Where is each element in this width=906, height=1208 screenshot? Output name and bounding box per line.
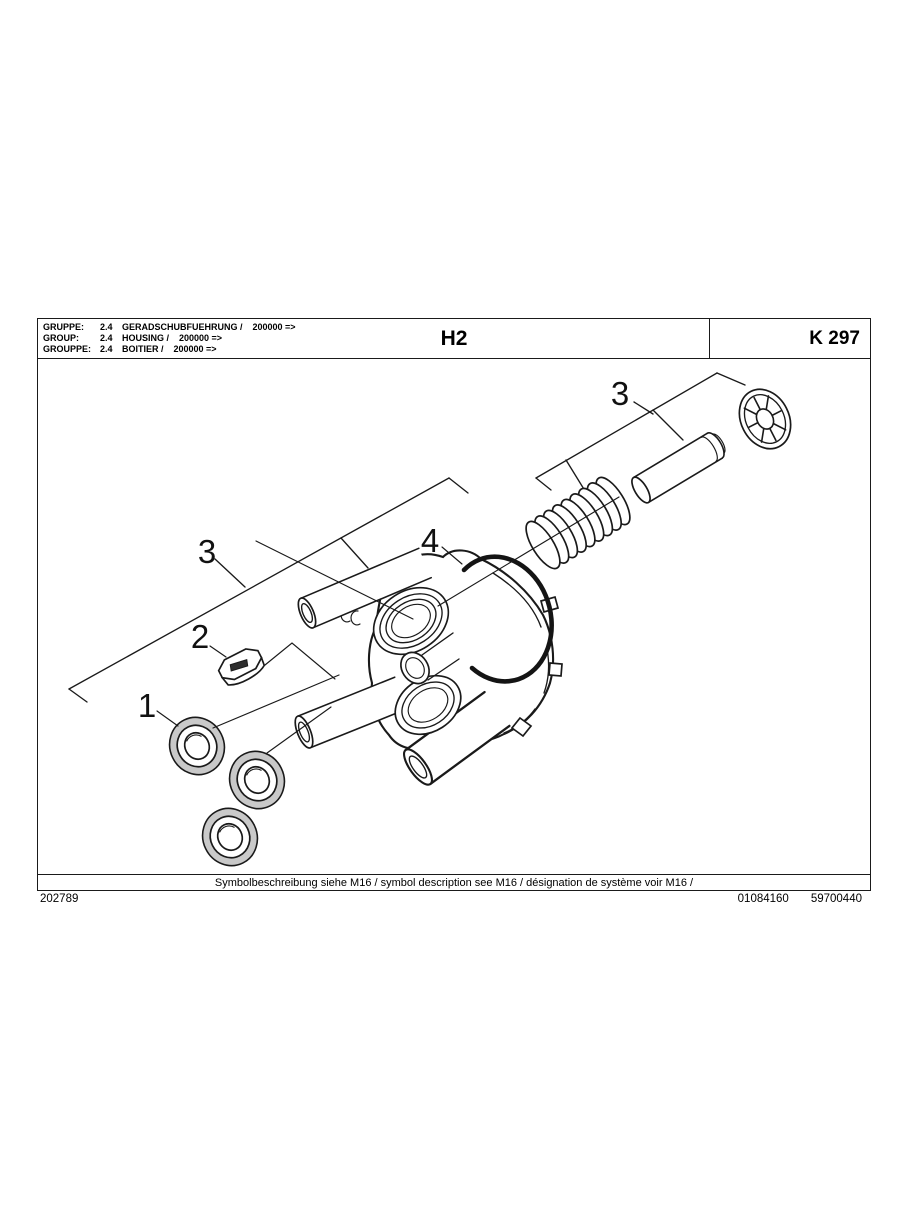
bracket-left	[68, 477, 469, 703]
reference-numbers: 01084160 59700440	[738, 893, 862, 905]
group-label-fr: GROUPPE:	[43, 344, 92, 354]
callout-4: 4	[421, 522, 439, 559]
group-info-row-en: GROUP: 2.4 HOUSING / 200000 =>	[43, 333, 296, 344]
housing-tube-upper-left	[297, 547, 432, 629]
star-teeth	[743, 395, 787, 443]
group-code-fr: 2.4	[100, 344, 113, 354]
group-serial-en: 200000 =>	[179, 333, 223, 343]
starlock-washer	[738, 388, 792, 450]
symbol-note: Symbolbeschreibung siehe M16 / symbol de…	[38, 874, 870, 890]
group-label-en: GROUP:	[43, 333, 79, 343]
document-number: 202789	[40, 893, 79, 905]
housing-boss-hole	[400, 632, 460, 685]
callout-3-top-right: 3	[611, 375, 629, 412]
group-info-row-de: GRUPPE: 2.4 GERADSCHUBFUEHRUNG / 200000 =>	[43, 322, 296, 333]
group-name-en: HOUSING /	[122, 333, 170, 343]
slotted-nut	[217, 648, 266, 686]
plate-code: K 297	[709, 319, 870, 359]
seal-ring-2	[228, 750, 286, 810]
cylinder-pin	[631, 432, 726, 504]
housing-bore-lower	[394, 674, 462, 736]
group-info-row-fr: GROUPPE: 2.4 BOITIER / 200000 =>	[43, 344, 296, 355]
group-serial-de: 200000 =>	[252, 322, 296, 332]
group-name-fr: BOITIER /	[122, 344, 164, 354]
housing-tube-middle-left	[294, 676, 409, 749]
callout-1: 1	[138, 687, 156, 724]
reference-number-1: 01084160	[737, 893, 789, 905]
page-footer: 202789 01084160 59700440	[0, 893, 906, 909]
seal-ring-3	[201, 807, 259, 867]
callout-2: 2	[191, 618, 209, 655]
group-serial-fr: 200000 =>	[173, 344, 217, 354]
group-code-en: 2.4	[100, 333, 113, 343]
exploded-view-drawing: 1 2 3 3 4	[68, 372, 792, 867]
group-label-de: GRUPPE:	[43, 322, 85, 332]
housing-bore-upper	[372, 586, 450, 656]
reference-number-2: 59700440	[810, 893, 862, 905]
o-ring	[461, 554, 554, 684]
seal-ring-1	[168, 716, 226, 776]
group-name-de: GERADSCHUBFUEHRUNG /	[122, 322, 243, 332]
leader-lines	[156, 496, 620, 754]
callout-3-left: 3	[198, 533, 216, 570]
compression-spring	[525, 476, 631, 570]
group-code-de: 2.4	[100, 322, 113, 332]
